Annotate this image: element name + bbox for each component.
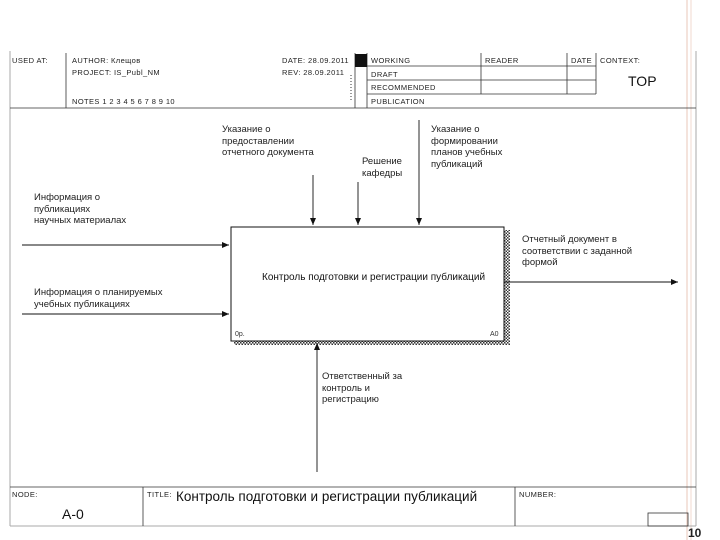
title-label: TITLE: [147, 490, 172, 499]
input-label-2: Информация о планируемых учебных публика… [34, 287, 163, 310]
number-label: NUMBER: [519, 490, 557, 499]
status-publication: PUBLICATION [371, 97, 425, 106]
activity-cost: 0p. [235, 331, 245, 338]
author-label: AUTHOR: Клещов [72, 56, 141, 65]
page-number: 10 [688, 526, 702, 540]
node-label: NODE: [12, 490, 38, 499]
output-label: Отчетный документ в соответствии с задан… [522, 234, 633, 268]
project-label: PROJECT: IS_Publ_NM [72, 68, 161, 77]
control-label-1: Указание о предоставлении отчетного доку… [222, 124, 314, 158]
used-at-label: USED AT: [12, 56, 48, 65]
rev-label: REV: 28.09.2011 [282, 68, 345, 77]
reader-label: READER [485, 56, 519, 65]
input-label-1: Информация о публикациях научных материа… [34, 192, 127, 226]
reader-date-label: DATE [571, 56, 593, 65]
status-working: WORKING [371, 56, 411, 65]
footer-title: Контроль подготовки и регистрации публик… [176, 489, 478, 504]
slide-border-decoration [686, 0, 692, 540]
control-label-3: Указание о формировании планов учебных п… [431, 124, 503, 170]
activity-number: A0 [490, 331, 499, 338]
notes-label: NOTES 1 2 3 4 5 6 7 8 9 10 [72, 97, 175, 106]
status-recommended: RECOMMENDED [371, 83, 436, 92]
context-top: TOP [628, 73, 657, 89]
frame-lines [9, 51, 697, 527]
activity-box[interactable] [230, 226, 505, 342]
control-label-2: Решение кафедры [362, 156, 403, 179]
activity-title: Контроль подготовки и регистрации публик… [262, 272, 486, 283]
mechanism-label: Ответственный за контроль и регистрацию [322, 371, 403, 405]
status-marker [355, 54, 367, 67]
context-label: CONTEXT: [600, 56, 641, 65]
date-label: DATE: 28.09.2011 [282, 56, 349, 65]
status-draft: DRAFT [371, 70, 398, 79]
node-value: A-0 [62, 506, 84, 522]
